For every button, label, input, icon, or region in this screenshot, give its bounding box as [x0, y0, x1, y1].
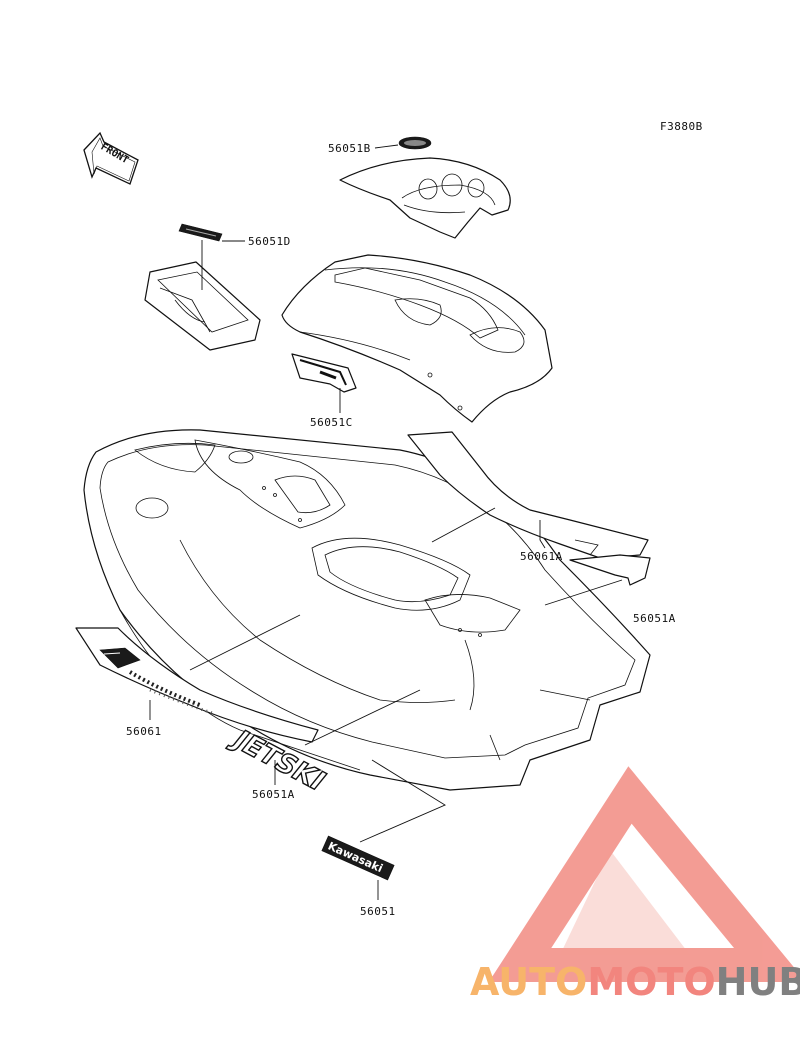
- watermark-part-hub: HUB: [716, 960, 800, 1004]
- watermark-part-moto: MOTO: [587, 960, 715, 1004]
- callout-56061a: 56061A: [520, 550, 563, 563]
- callout-56061: 56061: [126, 725, 162, 738]
- callout-56051a-right: 56051A: [633, 612, 676, 625]
- watermark-triangle-logo: [488, 766, 800, 982]
- side-stripe-decal-56061: [75, 627, 319, 743]
- decal-strip-56051d: [178, 223, 223, 242]
- watermark-wordmark: AUTOMOTOHUB: [470, 960, 800, 1004]
- leader-line: [539, 520, 546, 549]
- front-arrow-icon: FRONT: [83, 131, 139, 185]
- leader-line: [189, 614, 301, 671]
- callout-56051: 56051: [360, 905, 396, 918]
- callout-56051d: 56051D: [248, 235, 291, 248]
- hull-deck: [83, 429, 651, 791]
- instrument-panel-cover: [339, 157, 511, 239]
- svg-text:AUTOMOTOHUB: AUTOMOTOHUB: [470, 960, 800, 1004]
- glove-box-lid: [144, 261, 261, 351]
- callout-56051c: 56051C: [310, 416, 353, 429]
- leader-line: [359, 759, 446, 843]
- leader-line: [431, 507, 496, 543]
- leader-line: [544, 579, 623, 606]
- kawasaki-emblem-decal: Kawasaki: [321, 835, 395, 881]
- flame-decal-56051a-right: [569, 554, 651, 586]
- leader-line: [374, 144, 399, 149]
- callout-56051a-left: 56051A: [252, 788, 295, 801]
- decal-56051c: [291, 353, 357, 393]
- leader-line: [304, 689, 421, 746]
- callout-56051b: 56051B: [328, 142, 371, 155]
- diagram-code: F3880B: [660, 120, 703, 133]
- side-stripe-decal-56061a: [407, 431, 649, 559]
- hood-cowl: [281, 254, 553, 423]
- badge-decal-56051b: [398, 136, 432, 150]
- watermark-part-auto: AUTO: [470, 960, 587, 1004]
